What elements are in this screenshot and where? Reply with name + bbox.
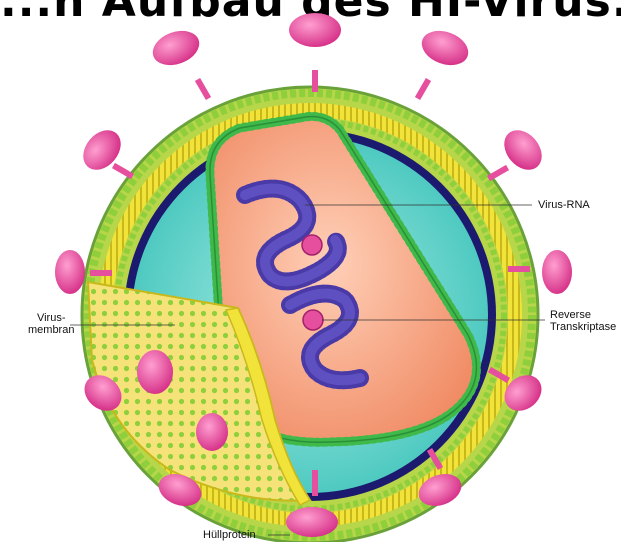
label-virus-membran: Virus- membran [28, 312, 74, 336]
label-virus-rna: Virus-RNA [538, 199, 590, 211]
label-reverse-transkriptase: Reverse Transkriptase [550, 309, 616, 333]
reverse-transcriptase-upper [302, 235, 322, 255]
label-huellprotein: Hüllprotein [203, 529, 256, 541]
reverse-transcriptase-lower [303, 310, 323, 330]
